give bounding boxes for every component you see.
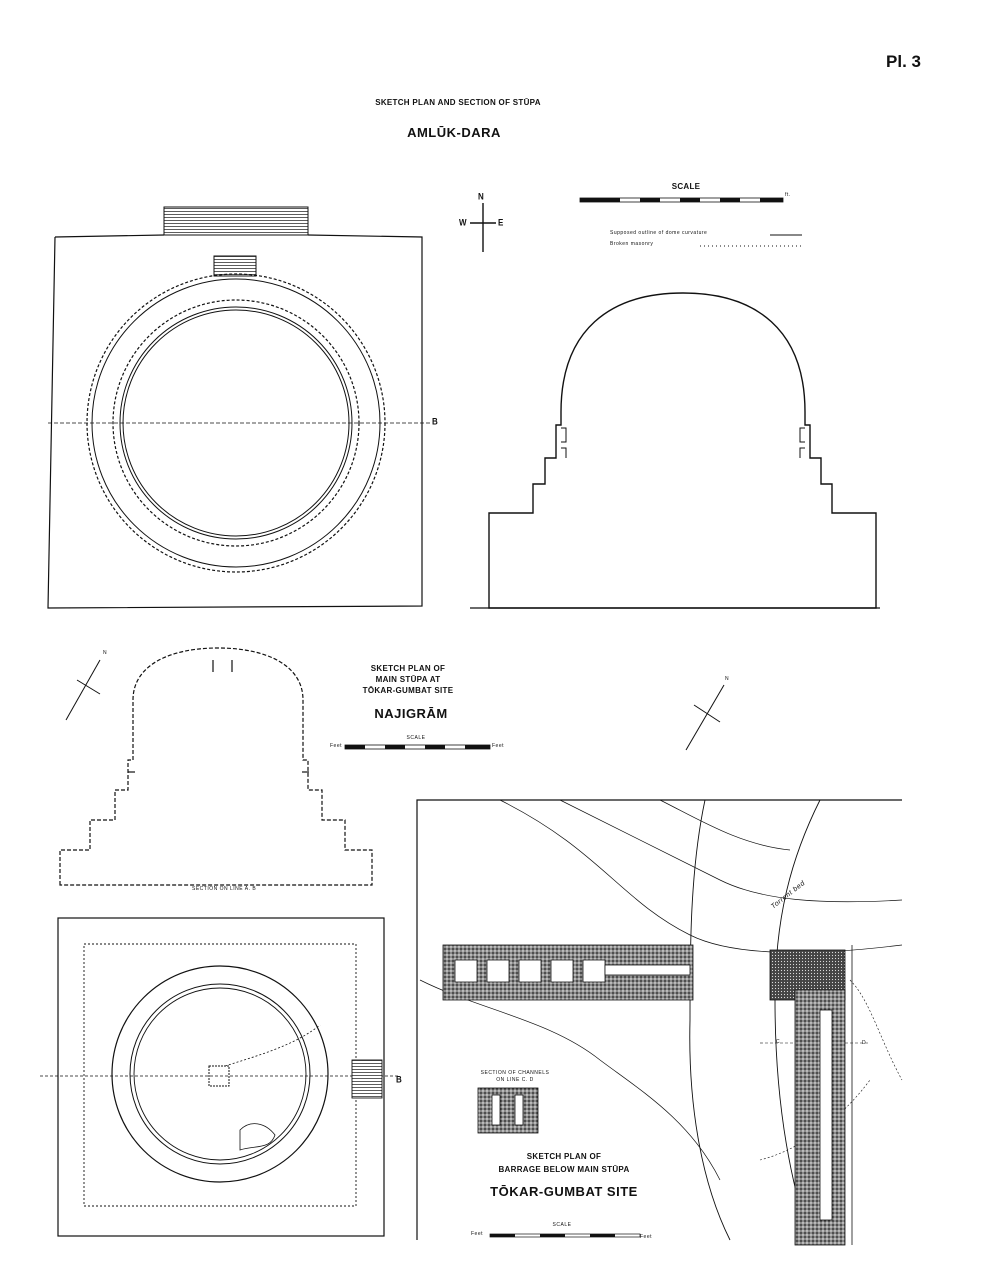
amluk-scale-bar (579, 197, 784, 203)
amluk-line-label-b: B (432, 416, 439, 427)
barrage-subtitle-1: SKETCH PLAN OF (526, 1152, 602, 1161)
najigram-section (59, 647, 373, 886)
najigram-scale-label: SCALE (406, 735, 426, 741)
najigram-plan (40, 917, 398, 1237)
barrage-plan (416, 799, 903, 1241)
barrage-compass (685, 684, 725, 751)
najigram-compass (65, 659, 101, 721)
amluk-stair-landing (213, 255, 257, 277)
barrage-scale-left: Feet (471, 1231, 484, 1237)
najigram-subtitle-1: SKETCH PLAN OF (370, 664, 446, 673)
amluk-plan (47, 206, 432, 609)
amluk-ring-3 (112, 299, 360, 547)
barrage-scale-bar (489, 1233, 641, 1238)
amluk-scale-label: SCALE (671, 182, 701, 191)
najigram-subtitle-2: MAIN STŪPA AT (375, 675, 441, 684)
plate-number: Pl. 3 (886, 52, 921, 71)
barrage-label-d: D (862, 1040, 867, 1046)
najigram-subtitle-3: TŌKAR-GUMBAT SITE (362, 686, 454, 695)
amluk-scale-unit: ft. (785, 192, 791, 198)
amluk-title: AMLŪK-DARA (407, 125, 501, 140)
amluk-plinth-outline (47, 234, 423, 609)
amluk-legend-lines (700, 234, 802, 247)
najigram-scale-bar (344, 744, 491, 750)
barrage-label-c: C (776, 1039, 781, 1045)
barrage-channels-caption-1: SECTION OF CHANNELS (480, 1070, 550, 1076)
najigram-scale-left: Feet (330, 743, 343, 749)
amluk-section (470, 292, 880, 609)
barrage-subtitle-2: BARRAGE BELOW MAIN STŪPA (498, 1165, 630, 1174)
amluk-compass-w: W (459, 217, 467, 228)
amluk-subtitle: SKETCH PLAN AND SECTION OF STŪPA (375, 98, 541, 107)
barrage-channels-section (477, 1087, 539, 1134)
najigram-line-label-b: B (396, 1074, 403, 1085)
amluk-legend-1: Supposed outline of dome curvature (610, 230, 708, 236)
najigram-title: NAJIGRĀM (374, 706, 448, 721)
barrage-channels (442, 944, 694, 1001)
amluk-compass (470, 203, 496, 252)
barrage-compass-n: N (725, 676, 730, 682)
amluk-compass-e: E (498, 217, 504, 228)
najigram-scale-right: Feet (492, 743, 505, 749)
barrage-channels-caption-2: ON LINE C. D (496, 1077, 534, 1083)
najigram-compass-n: N (103, 650, 108, 656)
amluk-legend-2: Broken masonry (610, 241, 654, 247)
barrage-right-wall (769, 945, 853, 1246)
barrage-scale-label: SCALE (552, 1222, 572, 1228)
najigram-section-caption: SECTION ON LINE A. B (192, 886, 257, 892)
amluk-projection-top (163, 206, 309, 236)
amluk-compass-n: N (478, 191, 485, 202)
barrage-scale-right: Feet (640, 1234, 653, 1240)
barrage-title: TŌKAR-GUMBAT SITE (490, 1184, 638, 1199)
